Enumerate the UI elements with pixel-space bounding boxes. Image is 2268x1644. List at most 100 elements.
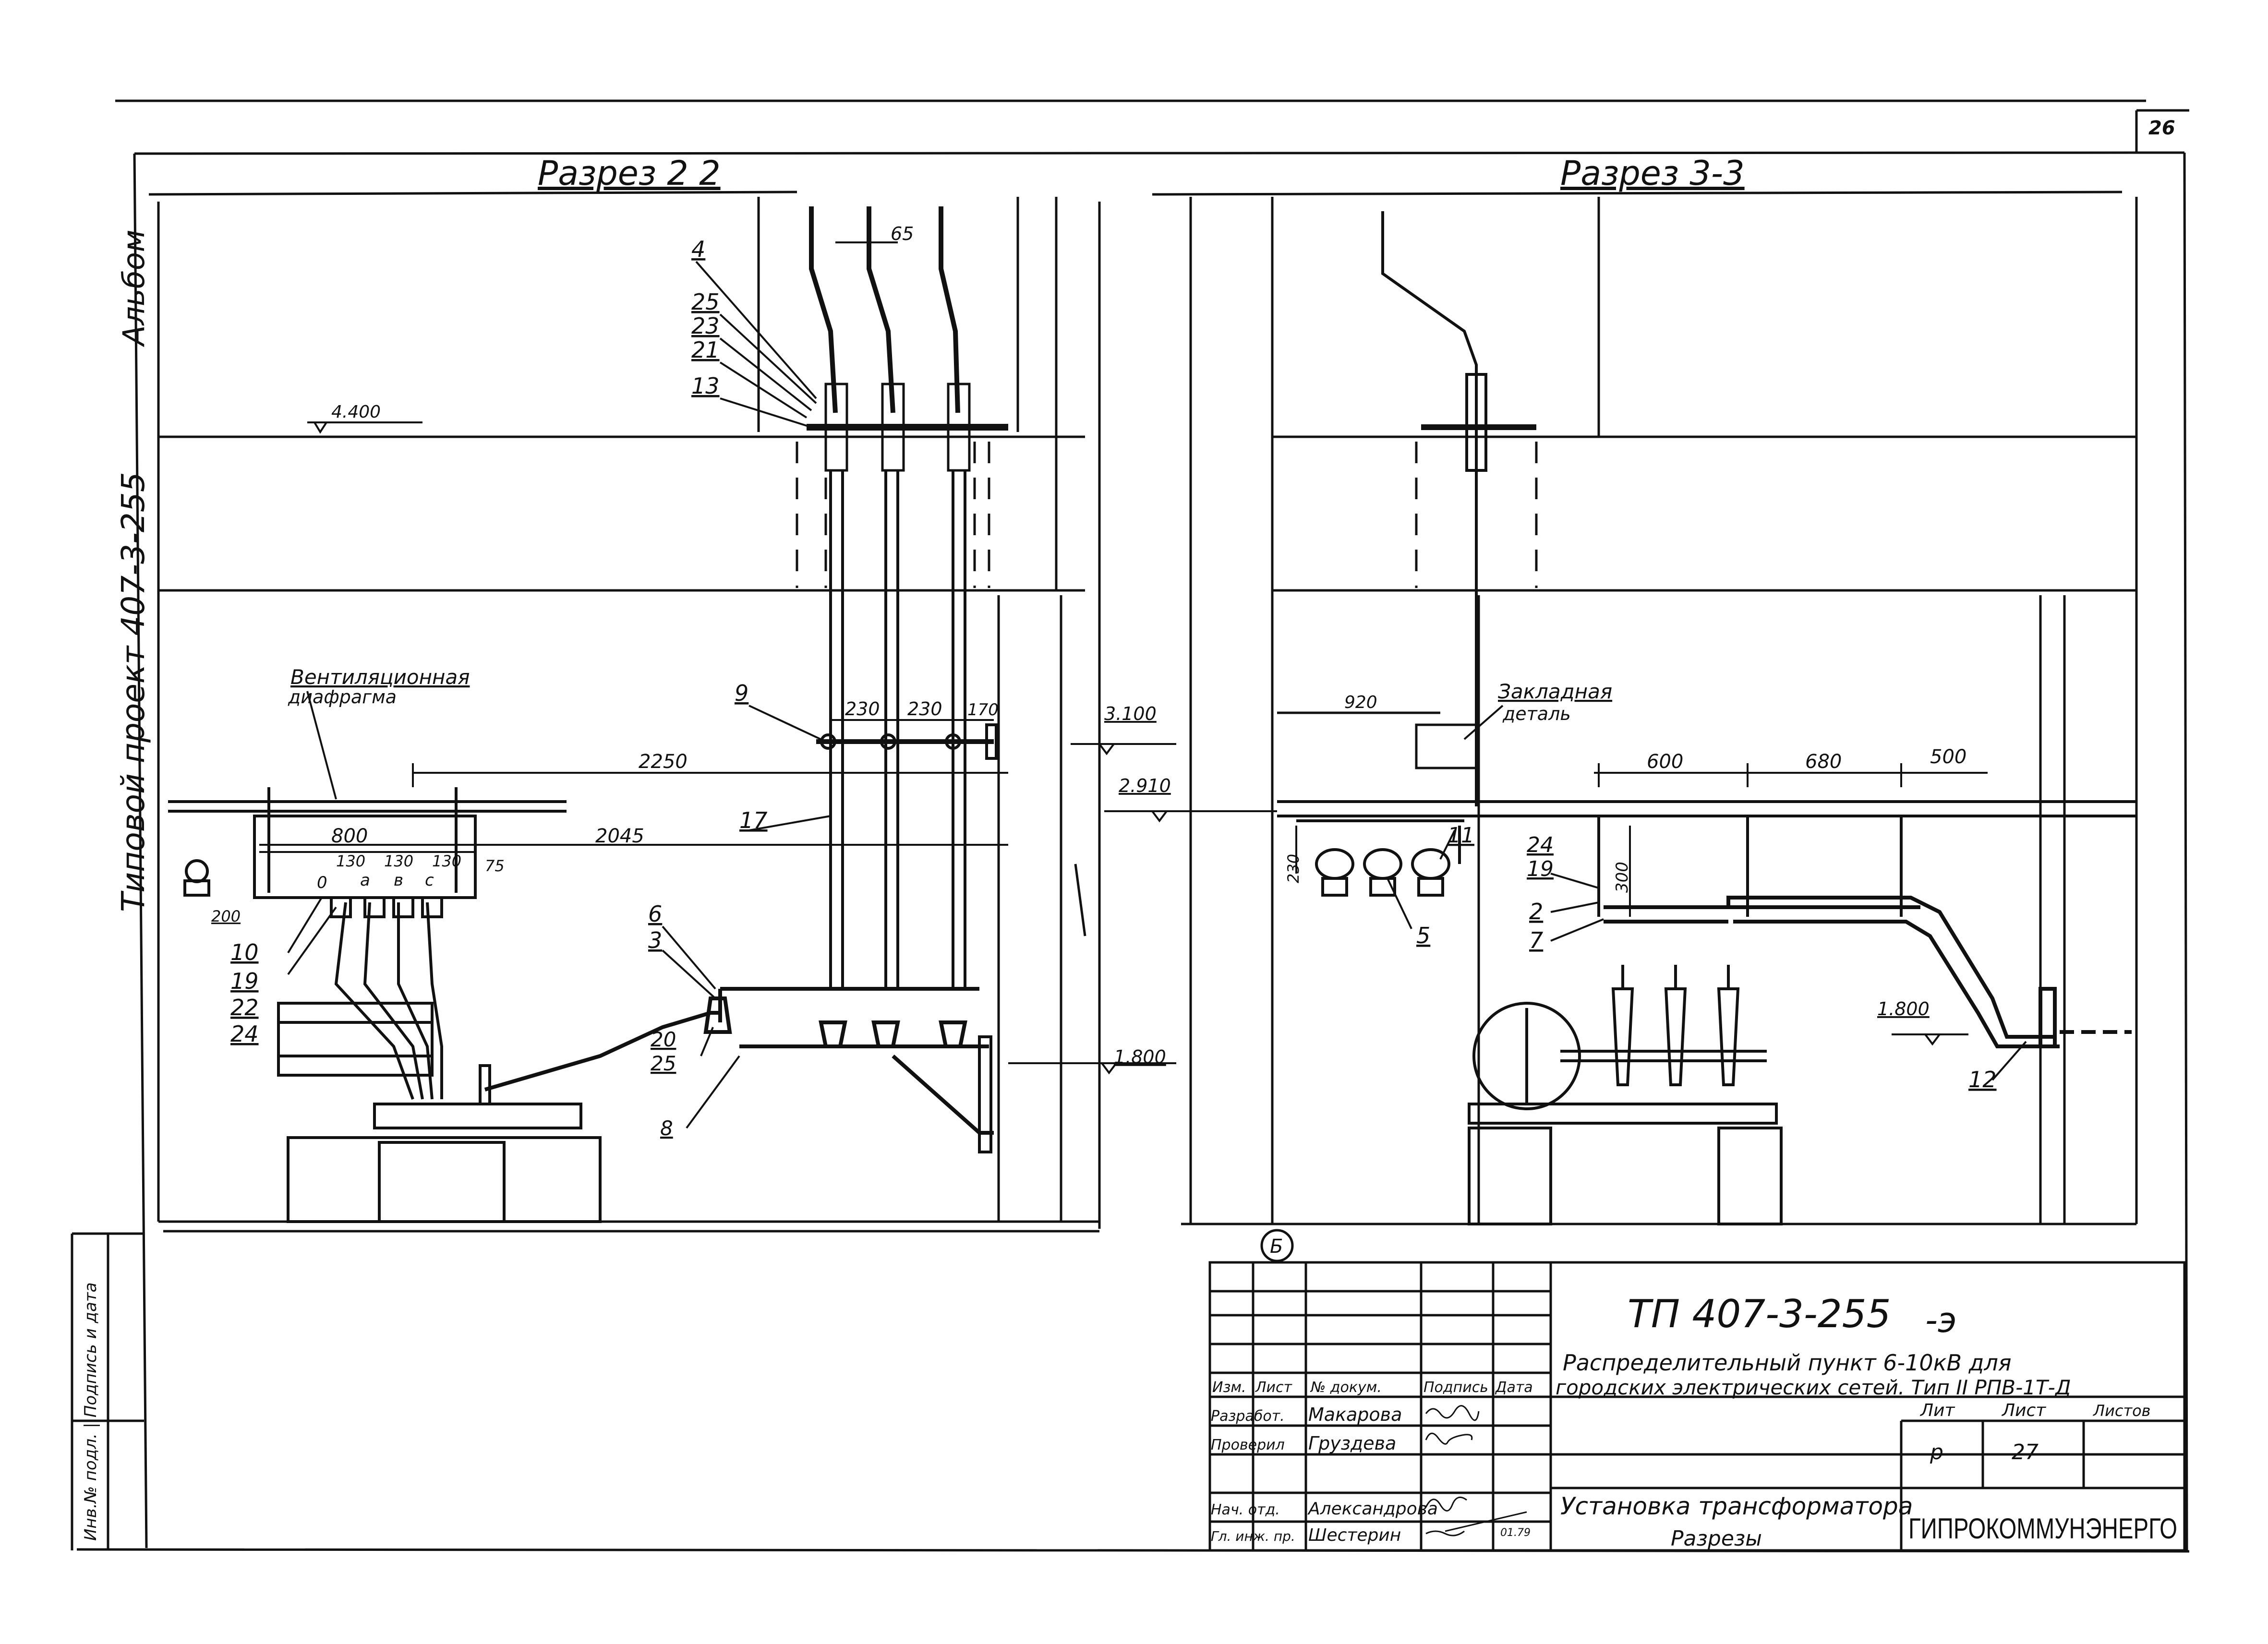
level-3100-text: 3.100 (1104, 703, 1157, 724)
role-head-dept: Нач. отд. (1211, 1501, 1280, 1518)
hdr-date: Дата (1495, 1379, 1533, 1396)
callout-12: 12 (1968, 1067, 1997, 1092)
callout-5: 5 (1416, 923, 1430, 948)
organization: ГИПРОКОММУНЭНЕРГО (1908, 1512, 2177, 1545)
section-3-3-dashed-openings (1415, 442, 1538, 588)
level-mark-4400 (307, 421, 422, 434)
role-chief-eng: Гл. инж. пр. (1211, 1528, 1295, 1544)
dim-130-a: 130 (336, 852, 365, 870)
designation-suffix: -э (1925, 1300, 1957, 1340)
callout-19-b: 19 (1527, 857, 1554, 881)
axis-marker-circle (1260, 1229, 1294, 1262)
callout-20: 20 (651, 1028, 676, 1051)
vertical-busbars (829, 470, 966, 989)
side-stamp-label: Инв.№ подл. | Подпись и дата (81, 1283, 100, 1541)
name-head-dept: Александрова (1307, 1499, 1438, 1519)
level-1800b-text: 1.800 (1877, 998, 1930, 1020)
vent-label-1: Вентиляционная (290, 665, 470, 689)
dim-130-c: 130 (432, 852, 461, 870)
dim-130-b: 130 (384, 852, 413, 870)
hv-lead-3-3 (1381, 211, 1536, 806)
busbar-route-3-3 (1604, 896, 2132, 1048)
bushing-insulators (807, 383, 1008, 472)
level-mark-1800 (1008, 1062, 1176, 1075)
approval-date: 01.79 (1500, 1527, 1531, 1539)
phase-c: с (425, 871, 434, 890)
support-insulators-3-3 (1315, 848, 1450, 897)
callout-10: 10 (230, 939, 259, 965)
level-mark-1800-b (1892, 1033, 1968, 1046)
title-block-grid (1208, 1261, 2186, 1552)
callout-9: 9 (735, 680, 748, 706)
section-2-2-dashed-openings (796, 442, 990, 588)
phase-b: в (394, 871, 403, 890)
callout-3: 3 (648, 927, 662, 953)
embed-label-2: деталь (1502, 703, 1571, 724)
callout-24: 24 (230, 1021, 259, 1047)
dimension-lines-3-3 (1295, 763, 1988, 917)
hdr-izm: Изм. (1212, 1379, 1246, 1396)
callout-19: 19 (230, 968, 259, 994)
name-checker: Груздева (1308, 1433, 1396, 1454)
dim-65: 65 (891, 223, 914, 244)
title-block: ТП 407-3-255 -э Распределительный пункт … (1208, 1261, 2186, 1552)
level-2910-text: 2.910 (1119, 775, 1171, 796)
callout-4: 4 (691, 236, 705, 262)
signatures (1425, 1405, 1527, 1536)
level-mark-3100 (1071, 743, 1176, 756)
role-developer: Разработ. (1211, 1408, 1285, 1425)
section-3-3-title: Разрез 3-3 (1560, 154, 1745, 193)
callout-7: 7 (1529, 927, 1543, 953)
dim-200: 200 (211, 907, 241, 925)
description-line-2: городских электрических сетей. Тип II РП… (1556, 1376, 2071, 1399)
page-number: 26 (2148, 117, 2175, 139)
dim-600: 600 (1647, 751, 1683, 773)
name-developer: Макарова (1308, 1404, 1402, 1425)
transformer-2-2 (277, 1002, 602, 1223)
dimension-lines-2-2 (259, 241, 1008, 854)
section-2-2: Разрез 2 2 (148, 154, 1176, 1233)
level-4400-text: 4.400 (331, 402, 381, 422)
dim-230-b: 230 (907, 698, 942, 720)
callout-8: 8 (660, 1116, 673, 1140)
callout-23: 23 (691, 313, 720, 339)
section-2-2-walls (148, 191, 1101, 1233)
callout-17: 17 (739, 807, 768, 833)
dim-230-3: 230 (1284, 854, 1303, 883)
hdr-sign: Подпись (1424, 1379, 1488, 1396)
busbar-beam-3-3 (1277, 800, 2136, 917)
phase-0: 0 (317, 873, 327, 892)
vent-label-2: диафрагма (288, 686, 397, 708)
dim-500: 500 (1930, 746, 1966, 768)
sheet-title-2: Разрезы (1671, 1526, 1762, 1551)
level-1800-text: 1.800 (1114, 1046, 1166, 1068)
section-3-3: Разрез 3-3 Закладная (1104, 154, 2138, 1262)
hdr-list: Лист (1255, 1379, 1293, 1396)
section-3-3-walls (1152, 191, 2138, 1225)
support-insulators-row (816, 723, 998, 760)
dim-170: 170 (967, 700, 999, 720)
stage-hdr-listov: Листов (2093, 1402, 2151, 1420)
transformer-3-3 (1468, 965, 1783, 1225)
role-checker: Проверил (1211, 1437, 1285, 1453)
description-line-1: Распределительный пункт 6-10кВ для (1563, 1350, 2012, 1376)
stage-hdr-lit: Лит (1919, 1401, 1955, 1420)
name-chief-eng: Шестерин (1308, 1525, 1401, 1545)
busbar-riser-group (809, 206, 960, 413)
callout-25-low: 25 (651, 1052, 676, 1075)
callout-22: 22 (230, 995, 259, 1020)
stage-hdr-list: Лист (2001, 1401, 2046, 1420)
dim-300: 300 (1613, 862, 1632, 893)
callout-leaders-2-2 (287, 261, 831, 1129)
callout-11: 11 (1448, 823, 1474, 848)
embed-leader (1463, 705, 1504, 740)
callout-25-top: 25 (691, 289, 720, 315)
side-project-label: Типовой проект 407-3-255 (115, 472, 152, 912)
callout-6: 6 (648, 901, 662, 927)
callout-24-b: 24 (1527, 833, 1554, 857)
dim-800: 800 (331, 825, 368, 847)
embed-label-1: Закладная (1498, 680, 1612, 703)
dim-75: 75 (485, 857, 505, 875)
stage-val-list: 27 (2012, 1440, 2039, 1464)
